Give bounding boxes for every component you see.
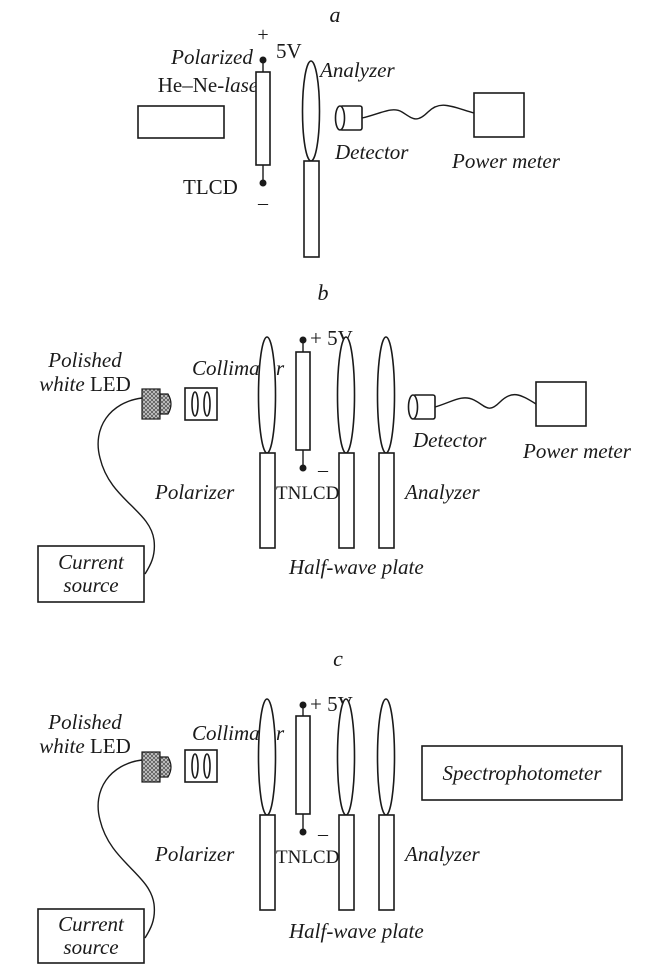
- laser-label-line1: Polarized: [170, 45, 253, 69]
- detector-cable-a: [361, 104, 475, 120]
- laser-box: [137, 105, 225, 139]
- current-source-label-line2-b: source: [63, 573, 118, 597]
- spectrophotometer-box: [421, 745, 623, 801]
- tnlcd-cell-c: [295, 715, 311, 815]
- detector-cable-b: [434, 394, 537, 409]
- analyzer-label-b: Analyzer: [403, 480, 480, 504]
- half-wave-plate-label-c: Half-wave plate: [288, 919, 424, 943]
- current-source-box-b: [37, 545, 145, 603]
- tnlcd-label-b: TNLCD: [276, 483, 339, 504]
- half-wave-plate-stand-c: [338, 814, 355, 911]
- spectrophotometer-label: Spectrophotometer: [442, 761, 602, 785]
- power-meter-box-b: [535, 381, 587, 427]
- tlcd-label: TLCD: [183, 175, 238, 199]
- tnlcd-minus-sign-b: –: [317, 459, 329, 481]
- led-label-line2-b: white LED: [39, 372, 131, 396]
- current-source-label-line1-c: Current: [58, 912, 125, 936]
- laser-label-line2: He–Ne-laser: [158, 73, 267, 97]
- current-source-label-line1-b: Current: [58, 550, 125, 574]
- analyzer-lens-a: [301, 60, 321, 162]
- power-meter-label-b: Power meter: [522, 439, 632, 463]
- analyzer-label-c: Analyzer: [403, 842, 480, 866]
- half-wave-plate-lens-c: [336, 698, 356, 816]
- led-b: [141, 388, 161, 420]
- led-c: [141, 751, 161, 783]
- tnlcd-label-c: TNLCD: [276, 847, 339, 868]
- tlcd-cell: [255, 71, 271, 166]
- power-meter-label-a: Power meter: [451, 149, 561, 173]
- half-wave-plate-stand-b: [338, 452, 355, 549]
- led-label-line1-c: Polished: [47, 710, 122, 734]
- polarizer-lens-b: [257, 336, 277, 454]
- analyzer-stand-b: [378, 452, 395, 549]
- collimator-c: [184, 749, 218, 783]
- polarizer-lens-c: [257, 698, 277, 816]
- detector-label-a: Detector: [334, 140, 409, 164]
- led-label-line2-c: white LED: [39, 734, 131, 758]
- panel-b: b Polished white LED Collimator Polarize…: [37, 280, 632, 603]
- tlcd-voltage-label: 5V: [276, 39, 302, 63]
- polarizer-label-b: Polarizer: [154, 480, 235, 504]
- analyzer-stand-c: [378, 814, 395, 911]
- panel-a: a Polarized He–Ne-laser + 5V TLCD – Anal…: [137, 2, 561, 258]
- led-label-line1-b: Polished: [47, 348, 122, 372]
- panel-b-label: b: [318, 280, 329, 305]
- analyzer-stand-a: [303, 160, 320, 258]
- half-wave-plate-lens-b: [336, 336, 356, 454]
- polarizer-stand-c: [259, 814, 276, 911]
- tlcd-plus-sign: +: [257, 24, 268, 46]
- current-source-box-c: [37, 908, 145, 964]
- tlcd-minus-sign: –: [257, 192, 269, 214]
- polarizer-label-c: Polarizer: [154, 842, 235, 866]
- panel-c-label: c: [333, 646, 343, 671]
- led-cable-c: [97, 759, 156, 939]
- analyzer-lens-c: [376, 698, 396, 816]
- power-meter-box-a: [473, 92, 525, 138]
- polarizer-stand-b: [259, 452, 276, 549]
- detector-label-b: Detector: [412, 428, 487, 452]
- current-source-label-line2-c: source: [63, 935, 118, 959]
- analyzer-lens-b: [376, 336, 396, 454]
- panel-a-label: a: [330, 2, 341, 27]
- tnlcd-minus-sign-c: –: [317, 823, 329, 845]
- tnlcd-cell-b: [295, 351, 311, 451]
- analyzer-label-a: Analyzer: [318, 58, 395, 82]
- led-cable-b: [97, 397, 156, 575]
- collimator-b: [184, 387, 218, 421]
- half-wave-plate-label-b: Half-wave plate: [288, 555, 424, 579]
- panel-c: c Polished white LED Collimator Polarize…: [37, 646, 623, 964]
